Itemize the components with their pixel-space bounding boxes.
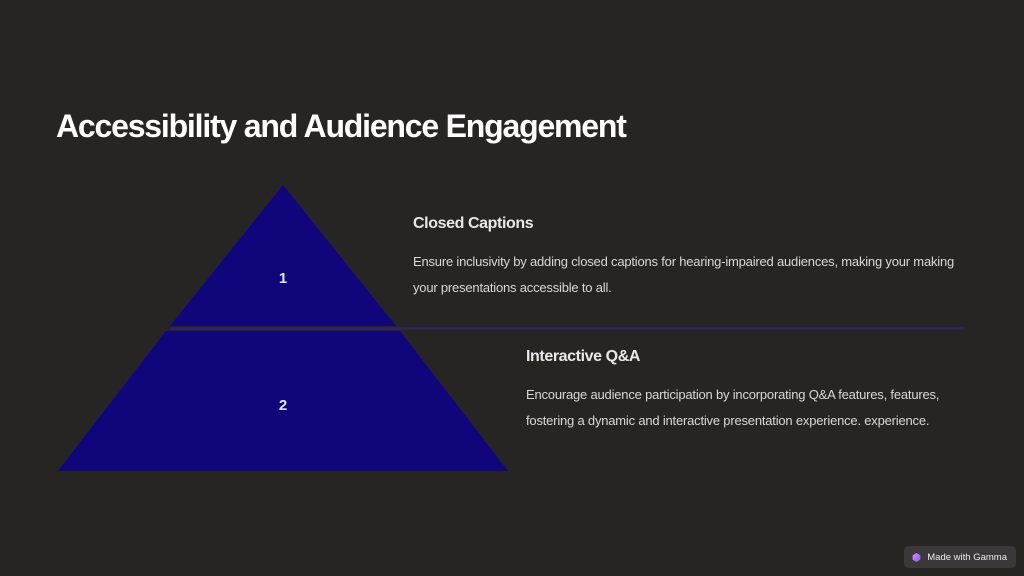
slide-title: Accessibility and Audience Engagement — [56, 108, 627, 144]
level-2-heading: Interactive Q&A — [526, 348, 641, 365]
pyramid-level-1 — [170, 185, 396, 326]
pyramid-level-2 — [58, 331, 508, 471]
badge-label: Made with Gamma — [927, 551, 1007, 563]
made-with-gamma-badge[interactable]: Made with Gamma — [904, 546, 1016, 568]
level-1-description: Ensure inclusivity by adding closed capt… — [413, 254, 955, 295]
level-1-number: 1 — [279, 270, 287, 287]
level-2-description: Encourage audience participation by inco… — [526, 387, 940, 428]
level-1-heading: Closed Captions — [413, 215, 534, 232]
level-2-number: 2 — [279, 397, 287, 414]
gamma-logo-icon — [912, 552, 921, 562]
